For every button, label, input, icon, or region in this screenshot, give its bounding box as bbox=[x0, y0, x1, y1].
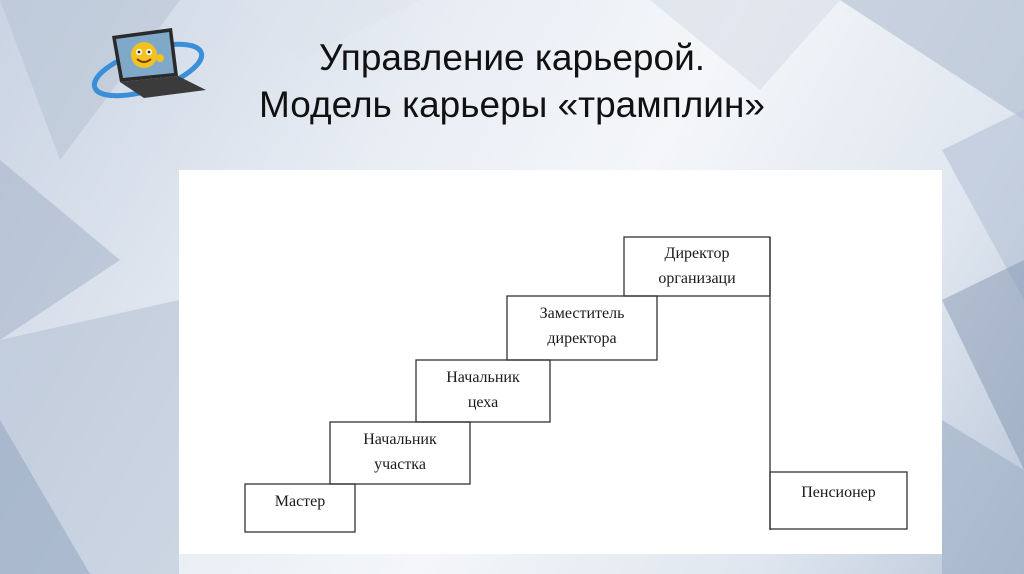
step-director: Директор организаци bbox=[624, 240, 770, 292]
step-master: Мастер bbox=[245, 484, 355, 518]
step-director-line2: организаци bbox=[658, 270, 736, 287]
step-box-section-head bbox=[329, 421, 471, 485]
career-diagram-lines bbox=[244, 236, 908, 533]
step-deputy-director-line1: Заместитель bbox=[539, 305, 625, 322]
step-master-label: Мастер bbox=[274, 492, 326, 510]
step-box-master bbox=[244, 483, 356, 533]
step-deputy-director-line2: директора bbox=[547, 330, 617, 347]
step-director-line1: Директор bbox=[664, 245, 730, 262]
retirement: Пенсионер bbox=[770, 474, 907, 510]
step-box-deputy-director bbox=[506, 295, 658, 361]
step-section-head-line2: участка bbox=[374, 456, 426, 473]
slide-title-line2: Модель карьеры «трамплин» bbox=[259, 84, 765, 125]
slide-title: Управление карьерой. Модель карьеры «тра… bbox=[0, 34, 1024, 128]
step-deputy-director: Заместитель директора bbox=[507, 300, 657, 352]
step-shop-head-line2: цеха bbox=[467, 394, 499, 411]
step-section-head: Начальник участка bbox=[330, 426, 470, 478]
career-diagram: Мастер Начальник участка Начальник цеха … bbox=[179, 170, 942, 554]
step-shop-head: Начальник цеха bbox=[416, 364, 550, 416]
step-shop-head-line1: Начальник bbox=[446, 369, 520, 386]
retirement-label: Пенсионер bbox=[801, 483, 876, 501]
laptop-smiley-icon bbox=[91, 28, 206, 99]
step-box-shop-head bbox=[415, 359, 551, 423]
retirement-box bbox=[769, 471, 908, 530]
slide-title-line1: Управление карьерой. bbox=[318, 37, 706, 78]
step-section-head-line1: Начальник bbox=[363, 431, 437, 448]
